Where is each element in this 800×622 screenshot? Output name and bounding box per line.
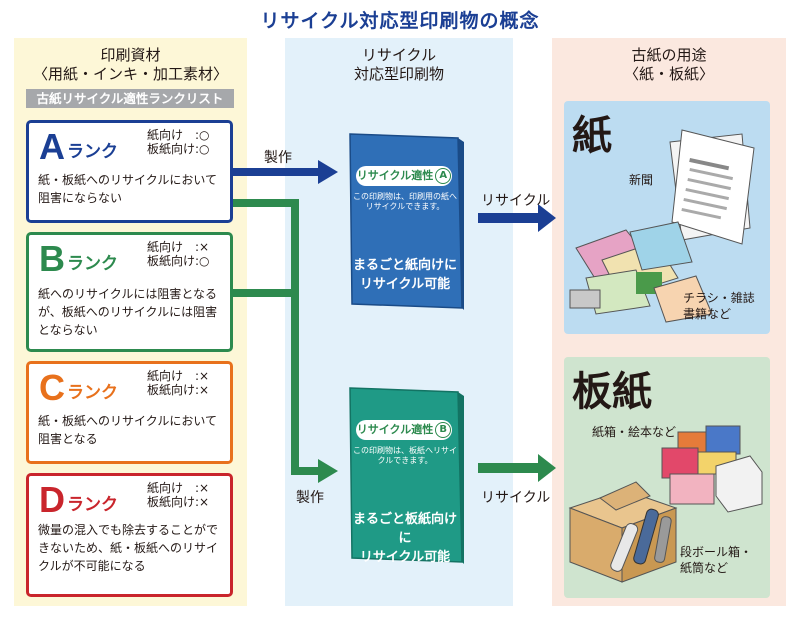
- rank-d-card: D ランク 紙向け :× 板紙向け:× 微量の混入でも除去することができないため…: [26, 473, 233, 597]
- book-b-claim-line2: リサイクル可能: [359, 550, 451, 565]
- produce-label-top: 製作: [264, 150, 292, 166]
- rank-c-card: C ランク 紙向け :× 板紙向け:× 紙・板紙へのリサイクルにおいて阻害となる: [26, 361, 233, 464]
- book-b-claim: まるごと板紙向けに リサイクル可能: [350, 510, 460, 567]
- paper-use-title: 紙: [572, 112, 612, 159]
- newspaper-illustration: [669, 129, 755, 245]
- rank-d-conditions: 紙向け :× 板紙向け:×: [147, 481, 209, 509]
- book-b-badge-text: リサイクル適性: [356, 423, 434, 436]
- rank-c-word: ランク: [67, 383, 118, 403]
- rank-d-word: ランク: [67, 495, 118, 515]
- rank-a-cond-board: 板紙向け:○: [147, 142, 210, 156]
- recycle-arrow-bottom: [478, 454, 556, 482]
- book-b-note: この印刷物は、板紙へリサイクルできます。: [353, 446, 457, 465]
- rank-a-cond-paper: 紙向け :○: [147, 128, 210, 142]
- usage-heading-title: 古紙の用途: [631, 46, 707, 64]
- cardboard-label-line1: 段ボール箱・: [680, 545, 753, 559]
- rank-d-cond-board: 板紙向け:×: [147, 495, 210, 509]
- produce-label-bottom: 製作: [296, 490, 324, 506]
- book-b-claim-line1: まるごと板紙向けに: [352, 512, 457, 546]
- rank-b-cond-paper: 紙向け :×: [147, 240, 210, 254]
- paper-products-illustration: [569, 129, 755, 323]
- produce-arrow-a: [233, 160, 338, 184]
- book-b-badge-mark: B: [435, 422, 452, 438]
- rank-a-word: ランク: [67, 142, 118, 162]
- rank-c-letter: C: [39, 367, 65, 408]
- paper-box-label: 紙箱・絵本など: [592, 425, 677, 439]
- recycle-arrow-top: [478, 204, 556, 232]
- rank-c-cond-paper: 紙向け :×: [147, 369, 210, 383]
- recycle-label-bottom: リサイクル: [481, 490, 551, 506]
- newspaper-label: 新聞: [629, 173, 654, 187]
- usage-heading-sub: 〈紙・板紙〉: [623, 65, 714, 83]
- rank-d-description: 微量の混入でも除去することができないため、紙・板紙へのリサイクルが不可能になる: [38, 523, 219, 573]
- book-a-note: この印刷物は、印刷用の紙へリサイクルできます。: [353, 192, 457, 211]
- book-a-claim-line1: まるごと紙向けに: [352, 258, 457, 273]
- flyer-label-line2: 書籍など: [683, 307, 732, 321]
- paper-boxes-illustration: [661, 425, 763, 513]
- rank-b-word: ランク: [67, 254, 118, 274]
- board-use-title: 板紙: [572, 368, 652, 415]
- rank-a-description: 紙・板紙へのリサイクルにおいて阻害にならない: [38, 173, 218, 205]
- book-a-badge-mark: A: [435, 168, 452, 184]
- rank-b-description: 紙へのリサイクルには阻害となるが、板紙へのリサイクルには阻害とならない: [38, 287, 218, 337]
- recycle-label-top: リサイクル: [481, 193, 551, 209]
- rank-c-conditions: 紙向け :× 板紙向け:×: [147, 369, 209, 397]
- usage-heading: 古紙の用途 〈紙・板紙〉: [552, 46, 786, 84]
- rank-d-letter: D: [39, 479, 65, 520]
- materials-heading-title: 印刷資材: [100, 46, 161, 64]
- rank-b-letter: B: [39, 238, 65, 279]
- rank-c-cond-board: 板紙向け:×: [147, 383, 210, 397]
- rank-b-card: B ランク 紙向け :× 板紙向け:○ 紙へのリサイクルには阻害となるが、板紙へ…: [26, 232, 233, 352]
- rank-list-label: 古紙リサイクル適性ランクリスト: [26, 89, 234, 108]
- rank-b-conditions: 紙向け :× 板紙向け:○: [147, 240, 210, 268]
- board-products-illustration: [568, 425, 763, 583]
- flyer-label-line1: チラシ・雑誌: [683, 291, 755, 305]
- rank-a-conditions: 紙向け :○ 板紙向け:○: [147, 128, 210, 156]
- book-a-claim-line2: リサイクル可能: [359, 277, 451, 292]
- rank-b-cond-board: 板紙向け:○: [147, 254, 210, 268]
- rank-a-card: A ランク 紙向け :○ 板紙向け:○ 紙・板紙へのリサイクルにおいて阻害になら…: [26, 120, 233, 223]
- magazines-illustration: [569, 221, 713, 323]
- cardboard-label-line2: 紙筒など: [680, 561, 729, 575]
- paper-tubes-illustration: [610, 508, 672, 572]
- produce-arrow-b: [233, 199, 338, 483]
- diagram-title: リサイクル対応型印刷物の概念: [260, 10, 540, 32]
- rank-a-letter: A: [39, 126, 65, 167]
- book-a-badge-text: リサイクル適性: [356, 169, 434, 182]
- printed-matter-heading-line2: 対応型印刷物: [353, 65, 444, 83]
- materials-heading-sub: 〈用紙・インキ・加工素材〉: [32, 65, 228, 83]
- rank-c-description: 紙・板紙へのリサイクルにおいて阻害となる: [38, 414, 218, 446]
- printed-matter-heading: リサイクル 対応型印刷物: [285, 46, 513, 84]
- printed-matter-heading-line1: リサイクル: [361, 46, 437, 64]
- materials-heading: 印刷資材 〈用紙・インキ・加工素材〉: [14, 46, 247, 84]
- rank-d-cond-paper: 紙向け :×: [147, 481, 210, 495]
- book-a-claim: まるごと紙向けに リサイクル可能: [350, 256, 460, 294]
